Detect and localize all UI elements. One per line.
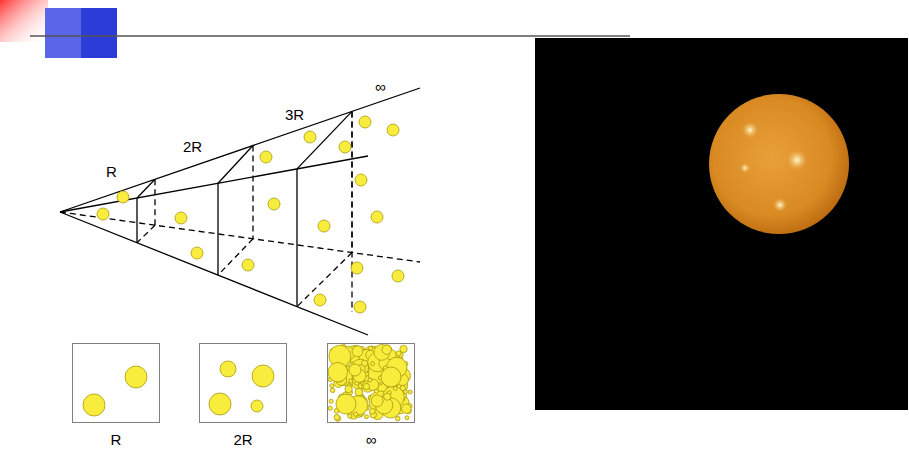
star-dot	[355, 388, 363, 396]
star-dot	[371, 211, 383, 223]
star-dot	[251, 400, 263, 412]
cone-line	[137, 225, 155, 243]
sun-spot	[740, 163, 750, 173]
sun-spot	[742, 122, 758, 138]
star-dot	[402, 404, 411, 413]
star-dot	[330, 388, 335, 393]
box-label: 2R	[199, 431, 287, 448]
star-dot	[355, 174, 367, 186]
star-dot	[363, 383, 369, 389]
star-dot	[329, 399, 333, 403]
cone-line	[60, 212, 368, 335]
star-dot	[83, 394, 105, 416]
star-dot	[330, 384, 334, 388]
star-dot	[369, 408, 375, 414]
star-dot	[353, 412, 357, 416]
star-dot	[396, 351, 401, 356]
star-dot	[364, 415, 368, 419]
star-dot	[374, 389, 378, 393]
cone-line	[154, 179, 155, 225]
box-label: ∞	[327, 431, 415, 448]
star-dot	[354, 301, 366, 313]
cone-line	[136, 198, 137, 243]
distance-label: 2R	[183, 138, 202, 155]
star-dot	[339, 141, 351, 153]
sun	[709, 94, 849, 234]
header-rule	[30, 35, 630, 37]
star-dot	[314, 294, 326, 306]
star-dot	[382, 345, 392, 355]
distance-label: R	[106, 163, 117, 180]
star-dot	[381, 367, 401, 387]
star-dot	[318, 220, 330, 232]
cone-line	[137, 179, 155, 198]
box-frame	[199, 343, 287, 423]
star-dot	[220, 361, 236, 377]
cone-line	[218, 239, 253, 275]
cone-line	[297, 253, 352, 307]
cone-line	[60, 88, 420, 212]
star-dot	[328, 406, 332, 410]
sun-spot	[787, 150, 807, 170]
distance-label: 3R	[285, 106, 304, 123]
distance-label: ∞	[375, 78, 386, 95]
star-dots	[83, 116, 412, 421]
star-dot	[345, 385, 352, 392]
sky-box: R	[72, 343, 160, 453]
star-dot	[260, 151, 272, 163]
star-dot	[97, 208, 109, 220]
star-dot	[359, 116, 371, 128]
star-dot	[384, 393, 391, 400]
star-dot	[242, 259, 254, 271]
cone-line	[218, 146, 253, 184]
star-dot	[209, 393, 231, 415]
cone-line	[60, 156, 368, 212]
star-dot	[405, 416, 409, 420]
star-dot	[368, 378, 372, 382]
box-frame	[72, 343, 160, 423]
cone-line	[60, 212, 420, 262]
star-dot	[403, 390, 407, 394]
star-dot	[392, 270, 404, 282]
star-dot	[349, 379, 353, 383]
star-dot	[371, 362, 375, 366]
star-dot	[268, 198, 280, 210]
header-square	[45, 8, 117, 58]
cone-line	[217, 183, 218, 275]
box-frame	[327, 343, 415, 423]
sun-spot	[773, 198, 787, 212]
cone-line	[297, 111, 352, 168]
star-dot	[304, 131, 316, 143]
sky-box: 2R	[199, 343, 287, 453]
star-dot	[371, 395, 383, 407]
star-dot	[352, 346, 363, 357]
box-label: R	[72, 431, 160, 448]
sky-box: ∞	[327, 343, 415, 453]
star-dot	[395, 416, 400, 421]
star-dot	[361, 360, 367, 366]
star-dot	[117, 191, 129, 203]
star-dot	[336, 394, 356, 414]
star-dot	[175, 212, 187, 224]
star-dot	[369, 346, 373, 350]
cone-line	[252, 146, 253, 239]
cone-line	[351, 111, 352, 312]
star-dot	[334, 414, 340, 420]
header-square	[45, 8, 81, 58]
star-dot	[125, 366, 147, 388]
star-dot	[387, 124, 399, 136]
star-dot	[252, 365, 274, 387]
star-dot	[382, 345, 391, 354]
star-dot	[349, 364, 361, 376]
star-dot	[191, 247, 203, 259]
star-dot	[408, 390, 412, 394]
photo-panel	[535, 38, 908, 410]
cone-diagram	[60, 88, 420, 335]
star-dot	[351, 262, 363, 274]
star-dot	[348, 414, 352, 418]
star-dot	[328, 362, 347, 381]
cone-line	[296, 169, 297, 307]
